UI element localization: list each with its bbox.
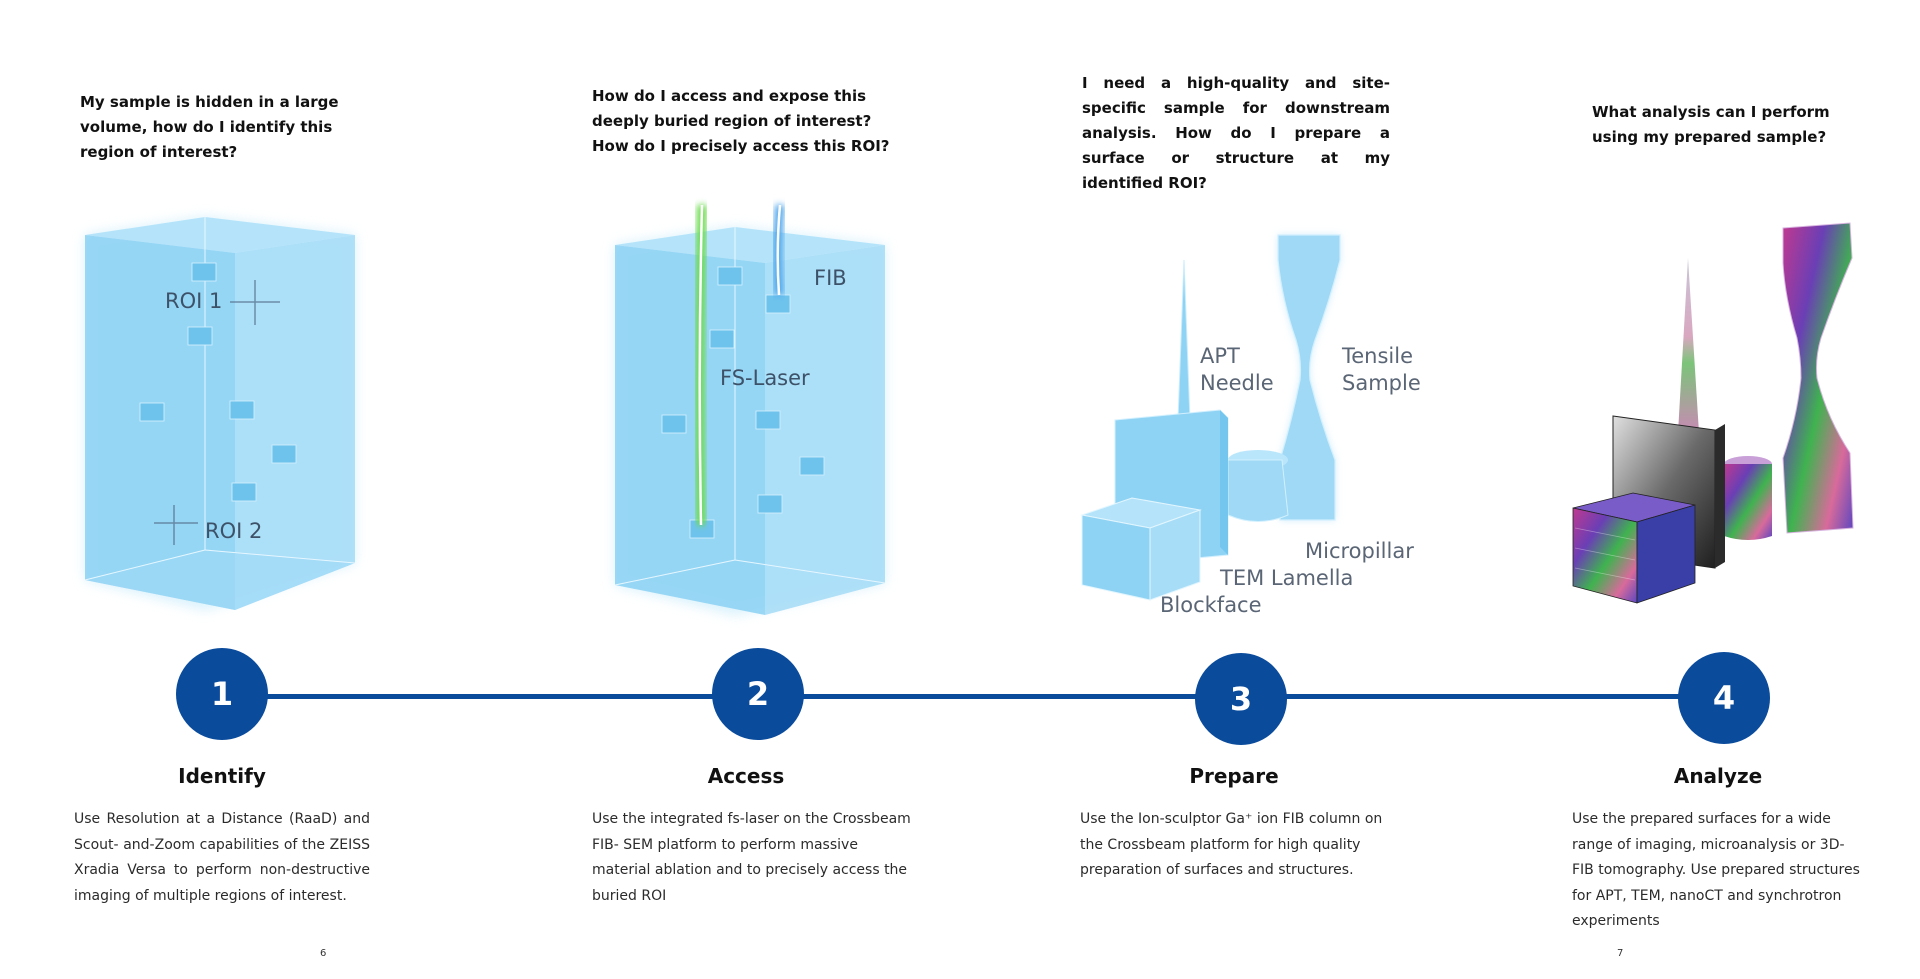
step-4-description: Use the prepared surfaces for a wide ran… [1572,811,1860,929]
apt-needle-label-line2: Needle [1200,371,1274,395]
blockface-label: Blockface [1160,593,1262,617]
analysis-results-illustration [1572,222,1854,604]
question-identify: My sample is hidden in a large volume, h… [80,93,339,161]
tensile-sample-label-line1: Tensile [1341,344,1413,368]
access-volume-illustration: FIB FS-Laser [614,204,886,615]
fib-label: FIB [814,266,847,290]
sample-volume-illustration: ROI 1 ROI 2 [84,217,356,610]
tensile-sample-label-line2: Sample [1342,371,1421,395]
step-3-description: Use the Ion-sculptor Ga⁺ ion FIB column … [1080,811,1383,878]
page-number-right: 7 [1617,948,1624,959]
micropillar-label: Micropillar [1305,539,1414,563]
step-2-description: Use the integrated fs-laser on the Cross… [592,811,911,904]
apt-needle-label-line1: APT [1200,344,1240,368]
step-4-badge: 4 [1678,652,1770,744]
fs-laser-label: FS-Laser [720,366,810,390]
step-4-title: Analyze [1673,764,1763,788]
question-analyze: What analysis can I perform using my pre… [1592,103,1830,146]
page-number-left: 6 [320,948,327,959]
question-access: How do I access and expose this deeply b… [592,87,890,155]
roi-1-label: ROI 1 [165,289,222,313]
step-1-badge: 1 [176,648,268,740]
step-1-description: Use Resolution at a Distance (RaaD) and … [74,811,370,904]
step-2-title: Access [707,764,785,788]
step-3-badge: 3 [1195,653,1287,745]
step-1-title: Identify [178,764,266,788]
roi-2-label: ROI 2 [205,519,262,543]
step-3-title: Prepare [1189,764,1279,788]
question-prepare: I need a high-quality and site-specific … [1082,74,1390,192]
tem-lamella-label: TEM Lamella [1219,566,1353,590]
step-2-badge: 2 [712,648,804,740]
prepared-structures-illustration: APT Needle Tensile Sample Micropillar TE… [1080,234,1421,617]
process-timeline [222,694,1752,699]
